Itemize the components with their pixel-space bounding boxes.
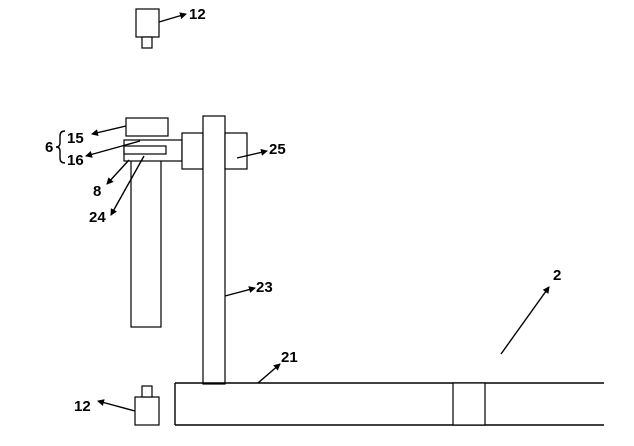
leader-bracket — [106, 159, 130, 185]
label-assembly: 2 — [553, 267, 561, 284]
leader-upper-plate — [91, 125, 127, 137]
base-rail — [174, 382, 604, 426]
top-camera-lens — [141, 36, 153, 49]
label-arm: 24 — [89, 209, 106, 226]
side-box — [224, 132, 248, 170]
leader-base — [257, 363, 281, 384]
label-top-camera: 12 — [189, 6, 206, 23]
leader-top-camera — [158, 12, 187, 23]
label-bottom-camera: 12 — [74, 398, 91, 415]
base-joint — [452, 382, 486, 426]
bottom-camera — [134, 385, 160, 426]
bottom-camera-body — [134, 396, 160, 426]
leader-lower-plate — [85, 140, 141, 158]
leader-side-box — [236, 148, 268, 159]
leader-assembly — [500, 286, 550, 355]
group-brace — [55, 130, 66, 164]
label-group: 6 — [45, 139, 53, 156]
lower-plate — [123, 145, 167, 155]
label-column: 23 — [256, 279, 273, 296]
top-camera-body — [135, 8, 160, 38]
hanging-plate — [130, 157, 162, 328]
upper-plate — [125, 117, 169, 137]
label-base: 21 — [281, 349, 298, 366]
column-clamp — [181, 132, 204, 170]
top-camera — [135, 8, 160, 49]
label-upper-plate: 15 — [67, 130, 84, 147]
leader-bottom-camera — [97, 399, 136, 412]
label-bracket: 8 — [93, 183, 101, 200]
leader-arm — [110, 155, 145, 216]
leader-column — [224, 286, 256, 297]
vertical-column — [202, 115, 226, 385]
label-lower-plate: 16 — [67, 152, 84, 169]
label-side-box: 25 — [269, 141, 286, 158]
bottom-camera-lens — [141, 385, 153, 398]
